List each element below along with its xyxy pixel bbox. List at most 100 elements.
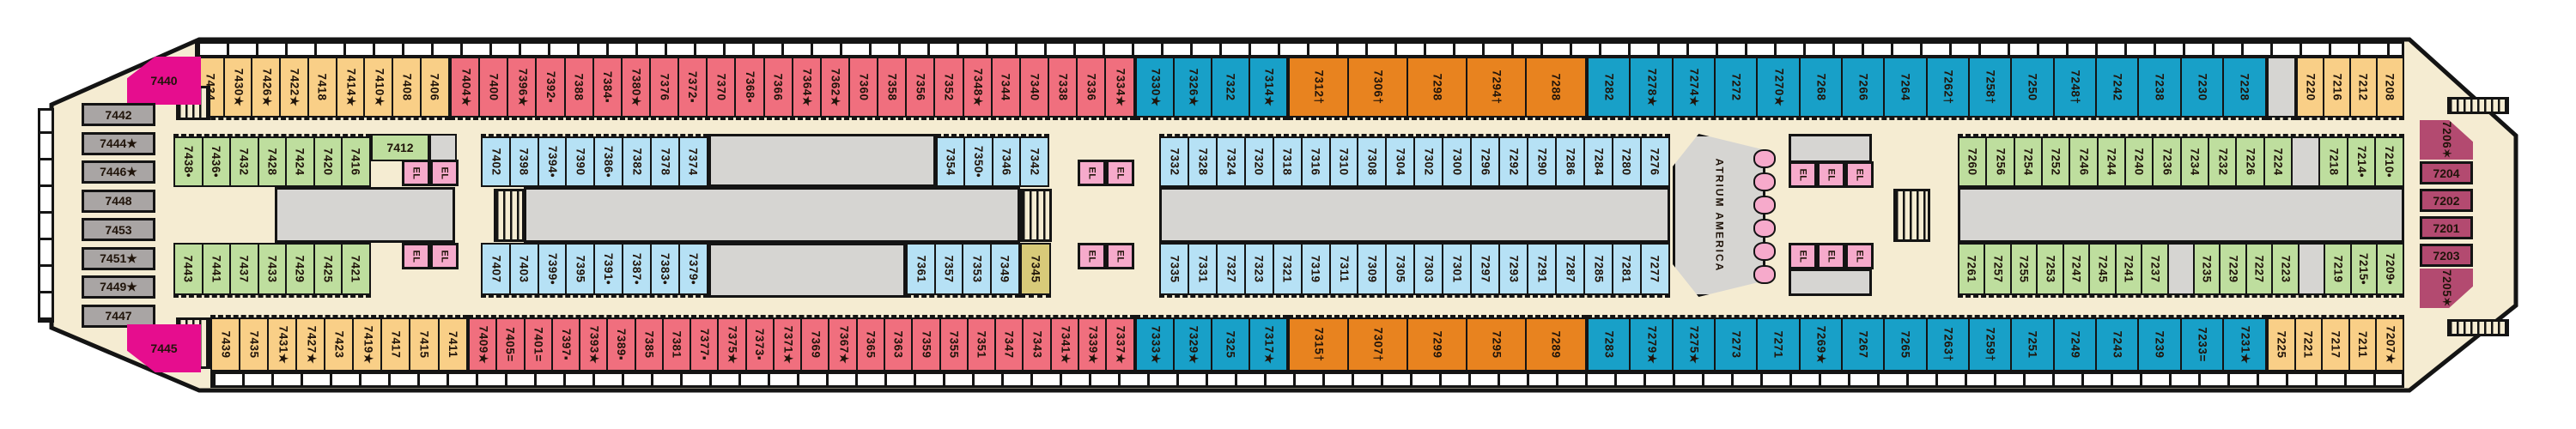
cabin-7271[interactable]: 7271 bbox=[1756, 317, 1801, 372]
cabin-7443[interactable]: 7443 bbox=[173, 243, 204, 295]
cabin-7428[interactable]: 7428 bbox=[257, 136, 288, 187]
cabin-7368[interactable]: 7368▪ bbox=[734, 57, 766, 118]
cabin-7407[interactable]: 7407 bbox=[481, 243, 512, 295]
cabin-7383[interactable]: 7383• bbox=[649, 243, 681, 295]
cabin-7256[interactable]: 7256 bbox=[1985, 136, 2016, 187]
cabin-7321[interactable]: 7321 bbox=[1272, 243, 1303, 295]
cabin-7329[interactable]: 7329★ bbox=[1172, 317, 1213, 372]
cabin-7218[interactable]: 7218 bbox=[2318, 136, 2349, 187]
cabin-7421[interactable]: 7421 bbox=[341, 243, 371, 295]
cabin-7260[interactable]: 7260 bbox=[1958, 136, 1988, 187]
cabin-7381[interactable]: 7381 bbox=[661, 317, 692, 372]
cabin-7296[interactable]: 7296 bbox=[1470, 136, 1501, 187]
cabin-7341[interactable]: 7341★ bbox=[1049, 317, 1080, 372]
cabin-7236[interactable]: 7236 bbox=[2152, 136, 2183, 187]
cabin-7429[interactable]: 7429 bbox=[285, 243, 315, 295]
cabin-7380[interactable]: 7380★ bbox=[620, 57, 652, 118]
cabin-7215[interactable]: 7215• bbox=[2349, 243, 2379, 295]
cabin-7288[interactable]: 7288 bbox=[1525, 57, 1587, 118]
cabin-7303[interactable]: 7303 bbox=[1413, 243, 1444, 295]
cabin-7229[interactable]: 7229 bbox=[2219, 243, 2248, 295]
cabin-7365[interactable]: 7365 bbox=[855, 317, 886, 372]
cabin-7233[interactable]: 7233= bbox=[2179, 317, 2225, 372]
cabin-7286[interactable]: 7286 bbox=[1554, 136, 1586, 187]
cabin-7347[interactable]: 7347 bbox=[994, 317, 1024, 372]
cabin-7259[interactable]: 7259† bbox=[1968, 317, 2013, 372]
cabin-7417[interactable]: 7417 bbox=[380, 317, 411, 372]
cabin-7263[interactable]: 7263† bbox=[1925, 317, 1971, 372]
cabin-7245[interactable]: 7245 bbox=[2088, 243, 2117, 295]
cabin-7207[interactable]: 7207★ bbox=[2375, 317, 2404, 372]
cabin-7363[interactable]: 7363 bbox=[883, 317, 914, 372]
cabin-7390[interactable]: 7390 bbox=[565, 136, 596, 187]
cabin-7295[interactable]: 7295 bbox=[1466, 317, 1528, 372]
cabin-7277[interactable]: 7277 bbox=[1639, 243, 1671, 295]
cabin-7378[interactable]: 7378 bbox=[649, 136, 681, 187]
cabin-7422[interactable]: 7422★ bbox=[279, 57, 310, 118]
cabin-7448[interactable]: 7448 bbox=[82, 189, 155, 213]
cabin-7318[interactable]: 7318 bbox=[1272, 136, 1303, 187]
cabin-7202[interactable]: 7202 bbox=[2420, 189, 2473, 212]
cabin-7302[interactable]: 7302 bbox=[1413, 136, 1444, 187]
cabin-7282[interactable]: 7282 bbox=[1587, 57, 1631, 118]
cabin-7249[interactable]: 7249 bbox=[2052, 317, 2098, 372]
cabin-7244[interactable]: 7244 bbox=[2096, 136, 2127, 187]
cabin-7453[interactable]: 7453 bbox=[82, 218, 155, 241]
cabin-7247[interactable]: 7247 bbox=[2062, 243, 2091, 295]
cabin-7352[interactable]: 7352 bbox=[933, 57, 965, 118]
cabin-7354[interactable]: 7354 bbox=[936, 136, 966, 187]
cabin-7388[interactable]: 7388 bbox=[563, 57, 595, 118]
cabin-7310[interactable]: 7310 bbox=[1328, 136, 1359, 187]
cabin-7217[interactable]: 7217 bbox=[2321, 317, 2350, 372]
cabin-7425[interactable]: 7425 bbox=[313, 243, 343, 295]
cabin-7275[interactable]: 7275★ bbox=[1671, 317, 1716, 372]
cabin-7261[interactable]: 7261 bbox=[1958, 243, 1986, 295]
cabin-7225[interactable]: 7225 bbox=[2267, 317, 2296, 372]
cabin-7234[interactable]: 7234 bbox=[2179, 136, 2210, 187]
cabin-7339[interactable]: 7339★ bbox=[1077, 317, 1108, 372]
cabin-7322[interactable]: 7322 bbox=[1210, 57, 1251, 118]
cabin-7355[interactable]: 7355 bbox=[939, 317, 969, 372]
cabin-7362[interactable]: 7362★ bbox=[819, 57, 851, 118]
cabin-7397[interactable]: 7397▪ bbox=[550, 317, 581, 372]
cabin-7219[interactable]: 7219 bbox=[2324, 243, 2353, 295]
cabin-7436[interactable]: 7436• bbox=[201, 136, 232, 187]
cabin-7371[interactable]: 7371★ bbox=[772, 317, 803, 372]
cabin-7272[interactable]: 7272 bbox=[1714, 57, 1759, 118]
cabin-7291[interactable]: 7291 bbox=[1526, 243, 1558, 295]
cabin-7419[interactable]: 7419★ bbox=[352, 317, 383, 372]
cabin-7437[interactable]: 7437 bbox=[229, 243, 259, 295]
cabin-7361[interactable]: 7361 bbox=[906, 243, 937, 295]
cabin-7319[interactable]: 7319 bbox=[1300, 243, 1332, 295]
cabin-7279[interactable]: 7279★ bbox=[1629, 317, 1674, 372]
cabin-7399[interactable]: 7399• bbox=[537, 243, 568, 295]
cabin-7364[interactable]: 7364★ bbox=[791, 57, 823, 118]
cabin-7369[interactable]: 7369 bbox=[800, 317, 830, 372]
cabin-7281[interactable]: 7281 bbox=[1611, 243, 1643, 295]
cabin-7424[interactable]: 7424 bbox=[285, 136, 315, 187]
cabin-7403[interactable]: 7403 bbox=[508, 243, 540, 295]
cabin-7427[interactable]: 7427★ bbox=[295, 317, 326, 372]
cabin-7209[interactable]: 7209• bbox=[2376, 243, 2404, 295]
cabin-7375[interactable]: 7375★ bbox=[717, 317, 748, 372]
cabin-7386[interactable]: 7386• bbox=[593, 136, 624, 187]
cabin-7402[interactable]: 7402 bbox=[481, 136, 512, 187]
cabin-7270[interactable]: 7270★ bbox=[1756, 57, 1801, 118]
cabin-7216[interactable]: 7216 bbox=[2322, 57, 2352, 118]
cabin-7418[interactable]: 7418 bbox=[307, 57, 338, 118]
cabin-7285[interactable]: 7285 bbox=[1583, 243, 1614, 295]
cabin-7239[interactable]: 7239 bbox=[2137, 317, 2183, 372]
cabin-7212[interactable]: 7212 bbox=[2348, 57, 2379, 118]
cabin-7433[interactable]: 7433 bbox=[257, 243, 288, 295]
cabin-7442[interactable]: 7442 bbox=[82, 103, 155, 126]
cabin-7240[interactable]: 7240 bbox=[2124, 136, 2154, 187]
cabin-7306[interactable]: 7306† bbox=[1347, 57, 1409, 118]
cabin-7406[interactable]: 7406 bbox=[419, 57, 450, 118]
cabin-7308[interactable]: 7308 bbox=[1357, 136, 1388, 187]
cabin-7210[interactable]: 7210• bbox=[2374, 136, 2404, 187]
cabin-7314[interactable]: 7314★ bbox=[1248, 57, 1288, 118]
cabin-7220[interactable]: 7220 bbox=[2296, 57, 2325, 118]
cabin-7357[interactable]: 7357 bbox=[933, 243, 964, 295]
cabin-7315[interactable]: 7315† bbox=[1288, 317, 1350, 372]
cabin-7248[interactable]: 7248† bbox=[2052, 57, 2098, 118]
